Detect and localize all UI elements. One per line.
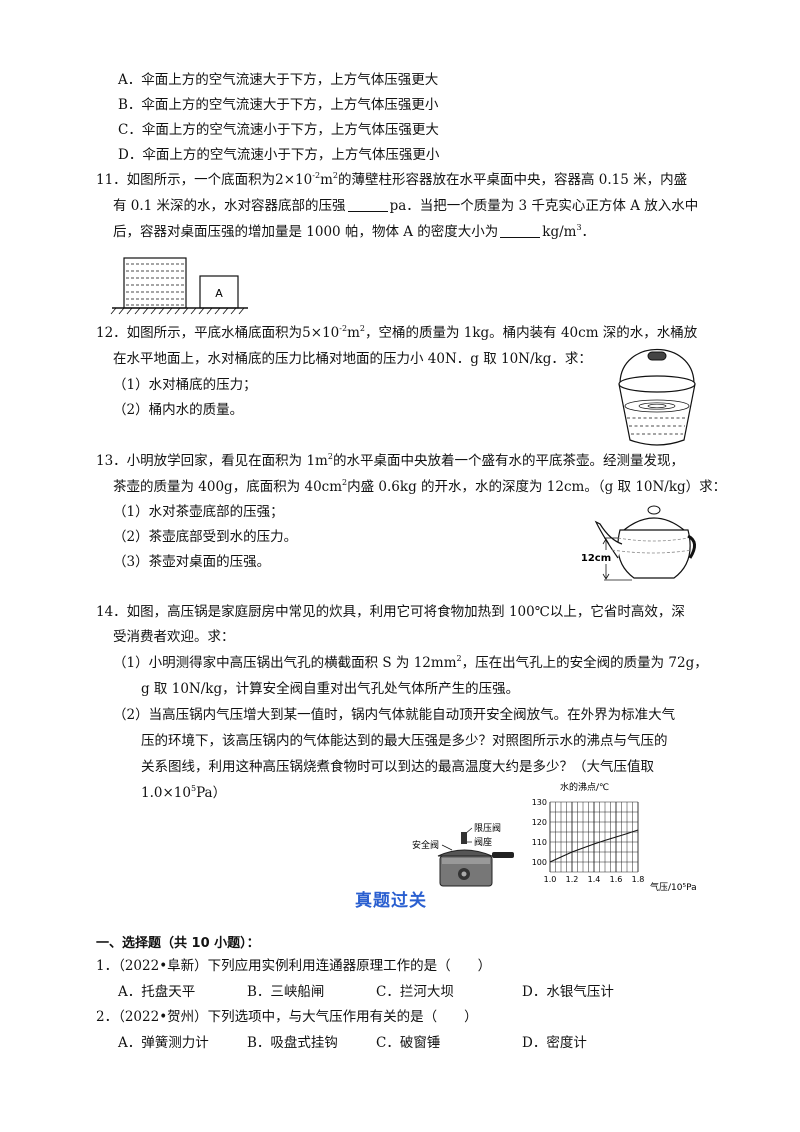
q13-line-2: 茶壶的质量为 400g，底面积为 40cm2内盛 0.6kg 的开水，水的深度为… (113, 478, 727, 496)
chart-x-tick-label: 1.2 (566, 875, 579, 884)
part1-heading: 一、选择题（共 10 小题）： (96, 936, 260, 951)
boiling-point-chart: 水的沸点/℃ 气压/10⁵Pa 1.0 1.2 1.4 1.6 1.8 100 110 120… (532, 781, 697, 892)
q14-line-2: 受消费者欢迎。求： (113, 629, 235, 645)
chart-x-label: 气压/10⁵Pa (650, 881, 697, 892)
limiting-valve-label: 限压阀 (474, 823, 501, 834)
chart-ticks: 1.0 1.2 1.4 1.6 1.8 100 110 120 130 (532, 798, 645, 884)
p1-q1-option-a: A．托盘天平 (118, 984, 196, 1000)
q13-sub-2: （2）茶壶底部受到水的压力。 (113, 529, 298, 545)
chart-x-tick-label: 1.0 (544, 875, 557, 884)
answer-blank (347, 198, 388, 212)
chart-x-tick-label: 1.4 (588, 875, 601, 884)
depth-label: 12cm (582, 553, 611, 564)
section-title: 真题过关 (355, 891, 427, 911)
q10-option-d: D．伞面上方的空气流速小于下方，上方气体压强更小 (118, 147, 440, 163)
q14-sub-1-cont: g 取 10N/kg，计算安全阀自重对出气孔处气体所产生的压强。 (141, 681, 520, 697)
q12-sub-1: （1）水对桶底的压力； (113, 377, 257, 393)
cube-label: A (215, 287, 223, 300)
bucket-figure (618, 349, 696, 446)
chart-series-line (549, 829, 639, 863)
pressure-cooker-figure: 安全阀 限压阀 阀座 (412, 823, 514, 887)
q14-line-1: 14．如图，高压锅是家庭厨房中常见的炊具，利用它可将食物加热到 100℃以上，它… (96, 604, 685, 620)
chart-y-tick-label: 110 (532, 838, 547, 847)
chart-y-tick-label: 100 (532, 858, 547, 867)
q13-sub-1: （1）水对茶壶底部的压强； (113, 504, 284, 520)
chart-y-tick-label: 130 (532, 798, 547, 807)
p1-q1-option-b: B．三峡船闸 (247, 984, 325, 1000)
chart-grid (549, 801, 639, 873)
q11-line-1: 11．如图所示，一个底面积为2×10-2m2的薄壁柱形容器放在水平桌面中央，容器… (96, 171, 688, 189)
q14-sub-2-line-4: 1.0×105Pa） (141, 784, 227, 802)
teapot-figure: 12cm (582, 505, 696, 581)
p1-q2-option-a: A．弹簧测力计 (118, 1035, 209, 1051)
answer-blank (500, 224, 541, 238)
q13-line-1: 13．小明放学回家，看见在面积为 1m2的水平桌面中央放着一个盛有水的平底茶壶。… (96, 452, 684, 470)
p1-q2-option-b: B．吸盘式挂钩 (247, 1035, 338, 1051)
q14-sub-2-line-3: 关系图线，利用这种高压锅烧煮食物时可以到达的最高温度大约是多少？（大气压值取 (141, 759, 654, 775)
p1-q1-stem: 1．（2022•阜新）下列应用实例利用连通器原理工作的是（ ） (96, 958, 492, 974)
chart-y-label: 水的沸点/℃ (560, 781, 609, 793)
p1-q2-option-d: D．密度计 (522, 1035, 587, 1051)
q10-option-a: A．伞面上方的空气流速大于下方，上方气体压强更大 (118, 72, 439, 88)
q14-sub-2-line-1: （2）当高压锅内气压增大到某一值时，锅内气体就能自动顶开安全阀放气。在外界为标准… (113, 707, 676, 723)
q13-sub-3: （3）茶壶对桌面的压强。 (113, 554, 271, 570)
p1-q1-option-c: C．拦河大坝 (376, 984, 454, 1000)
p1-q2-stem: 2．（2022•贺州）下列选项中，与大气压作用有关的是（ ） (96, 1009, 478, 1025)
safety-valve-label: 安全阀 (412, 839, 439, 851)
p1-q1-option-d: D．水银气压计 (522, 984, 614, 1000)
chart-y-tick-label: 120 (532, 818, 547, 827)
q14-sub-2-line-2: 压的环境下，该高压锅内的气体能达到的最大压强是多少？对照图所示水的沸点与气压的 (141, 733, 668, 749)
q12-line-2: 在水平地面上，水对桶底的压力比桶对地面的压力小 40N．g 取 10N/kg．求… (113, 351, 592, 367)
q10-option-b: B．伞面上方的空气流速大于下方，上方气体压强更小 (118, 97, 439, 113)
q10-option-c: C．伞面上方的空气流速小于下方，上方气体压强更大 (118, 122, 439, 138)
chart-x-tick-label: 1.6 (610, 875, 623, 884)
p1-q2-option-c: C．破窗锤 (376, 1035, 441, 1051)
q12-sub-2: （2）桶内水的质量。 (113, 402, 244, 418)
q12-line-1: 12．如图所示，平底水桶底面积为5×10-2m2，空桶的质量为 1kg。桶内装有… (96, 324, 698, 342)
container-cube-figure: A (110, 257, 248, 315)
chart-x-tick-label: 1.8 (632, 875, 645, 884)
valve-seat-label: 阀座 (474, 836, 492, 848)
q14-sub-1: （1）小明测得家中高压锅出气孔的横截面积 S 为 12mm2，压在出气孔上的安全… (113, 654, 708, 672)
